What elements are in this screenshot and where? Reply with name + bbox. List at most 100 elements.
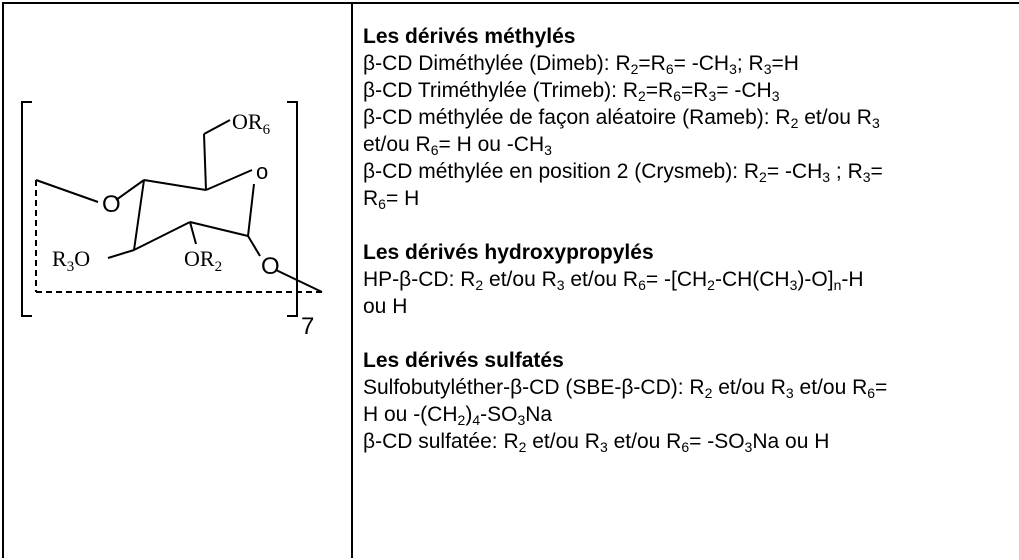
- text-segment: = -[CH: [645, 268, 708, 291]
- methylated-lines: β-CD Diméthylée (Dimeb): R2=R6= -CH3; R3…: [363, 50, 1017, 212]
- or2-label: OR2: [184, 246, 222, 275]
- derivative-line: β-CD Diméthylée (Dimeb): R2=R6= -CH3; R3…: [363, 50, 1017, 77]
- heading-hydroxypropylated: Les dérivés hydroxypropylés: [363, 241, 654, 264]
- text-segment: β-CD Diméthylée (Dimeb): R: [363, 52, 631, 75]
- text-segment: -SO: [480, 403, 518, 426]
- text-segment: et/ou R: [793, 376, 868, 399]
- subscript: 2: [759, 169, 767, 185]
- text-segment: = -CH: [766, 160, 823, 183]
- subscript: 2: [707, 277, 715, 293]
- subscript: 3: [708, 88, 717, 104]
- derivatives-list: Les dérivés méthylés β-CD Diméthylée (Di…: [363, 23, 1017, 455]
- text-segment: -CH(CH: [714, 268, 790, 291]
- bond-glycosidic: [275, 269, 323, 293]
- derivative-line: H ou -(CH2)4-SO3Na: [363, 401, 1017, 428]
- bond-c1-c2: [189, 221, 249, 237]
- heading-methylated: Les dérivés méthylés: [363, 25, 576, 48]
- text-segment: et/ou R: [712, 376, 786, 399]
- derivative-line: Sulfobutyléther-β-CD (SBE-β-CD): R2 et/o…: [363, 374, 1017, 401]
- text-segment: Na ou H: [752, 430, 830, 453]
- derivative-line: β-CD méthylée de façon aléatoire (Rameb)…: [363, 104, 1017, 131]
- bond-c2-c3: [133, 221, 191, 251]
- subscript: 2: [638, 88, 646, 104]
- subscript: n: [833, 277, 842, 293]
- text-segment: Sulfobutyléther-β-CD (SBE-β-CD): R: [363, 376, 705, 399]
- text-segment: = -CH: [673, 52, 730, 75]
- subscript: 3: [822, 169, 831, 185]
- text-segment: β-CD méthylée en position 2 (Crysmeb): R: [363, 160, 760, 183]
- subscript: 2: [704, 385, 713, 401]
- derivative-line: HP-β-CD: R2 et/ou R3 et/ou R6= -[CH2-CH(…: [363, 266, 1017, 293]
- subscript: 3: [544, 142, 552, 158]
- bond-ringo-c1: [247, 183, 255, 237]
- text-segment: β-CD Triméthylée (Trimeb): R: [363, 79, 638, 102]
- subscript: 6: [673, 88, 682, 104]
- bond-o-c4: [115, 179, 145, 201]
- bond-c3-c4: [133, 179, 145, 251]
- bond-c6-o6: [203, 119, 231, 135]
- derivative-line: β-CD méthylée en position 2 (Crysmeb): R…: [363, 158, 1017, 185]
- hydroxypropylated-lines: HP-β-CD: R2 et/ou R3 et/ou R6= -[CH2-CH(…: [363, 266, 1017, 320]
- subscript: 3: [871, 115, 880, 131]
- subscript: 3: [729, 61, 737, 77]
- bond-c3-o3: [107, 249, 135, 259]
- subscript: 6: [665, 61, 674, 77]
- heading-sulfated: Les dérivés sulfatés: [363, 349, 564, 372]
- text-segment: et/ou R: [483, 268, 557, 291]
- text-segment: R: [363, 187, 379, 210]
- subscript: 2: [457, 412, 466, 428]
- ring-oxygen-label: o: [256, 159, 268, 184]
- subscript: 2: [475, 277, 484, 293]
- subscript: 2: [790, 115, 799, 131]
- subscript: 3: [862, 169, 871, 185]
- subscript: 6: [638, 277, 646, 293]
- text-segment: ; R: [830, 160, 863, 183]
- section-sulfated: Les dérivés sulfatés Sulfobutyléther-β-C…: [363, 347, 1017, 455]
- subscript: 3: [763, 61, 772, 77]
- text-segment: β-CD sulfatée: R: [363, 430, 519, 453]
- section-methylated: Les dérivés méthylés β-CD Diméthylée (Di…: [363, 23, 1017, 212]
- text-segment: et/ou R: [526, 430, 600, 453]
- text-segment: ): [465, 403, 473, 426]
- bond-c5-c6: [203, 133, 207, 191]
- column-divider: [351, 2, 353, 558]
- subscript: 6: [867, 385, 876, 401]
- derivative-line: β-CD sulfatée: R2 et/ou R3 et/ou R6= -SO…: [363, 428, 1017, 455]
- repeat-count-label: 7: [301, 313, 314, 340]
- text-segment: -H: [841, 268, 864, 291]
- text-segment: ou H: [363, 295, 408, 318]
- text-segment: =R: [645, 79, 674, 102]
- text-segment: Na: [525, 403, 553, 426]
- subscript: 3: [785, 385, 794, 401]
- subscript: 6: [681, 439, 690, 455]
- text-segment: et/ou R: [564, 268, 639, 291]
- or6-label: OR6: [232, 109, 271, 138]
- derivative-line: ou H: [363, 293, 1017, 320]
- text-segment: β-CD méthylée de façon aléatoire (Rameb)…: [363, 106, 791, 129]
- derivative-line: et/ou R6= H ou -CH3: [363, 131, 1017, 158]
- subscript: 2: [630, 61, 639, 77]
- subscript: 6: [378, 196, 386, 212]
- text-segment: et/ou R: [798, 106, 872, 129]
- text-segment: =R: [638, 52, 666, 75]
- text-segment: = H: [385, 187, 420, 210]
- subscript: 6: [430, 142, 439, 158]
- chain-oxygen-label: O: [102, 191, 121, 218]
- subscript: 4: [472, 412, 481, 428]
- subscript: 2: [518, 439, 527, 455]
- subscript: 3: [789, 277, 798, 293]
- subscript: 3: [599, 439, 608, 455]
- section-hydroxypropylated: Les dérivés hydroxypropylés HP-β-CD: R2 …: [363, 239, 1017, 320]
- bond-c5-ringo: [205, 169, 253, 191]
- text-segment: HP-β-CD: R: [363, 268, 476, 291]
- derivative-line: β-CD Triméthylée (Trimeb): R2=R6=R3= -CH…: [363, 77, 1017, 104]
- text-segment: =: [875, 376, 888, 399]
- text-segment: =R: [681, 79, 709, 102]
- text-segment: = -CH: [716, 79, 772, 102]
- derivative-line: R6= H: [363, 185, 1017, 212]
- text-segment: )-O]: [797, 268, 834, 291]
- bond-c2-o2: [189, 221, 197, 245]
- text-segment: =: [870, 160, 883, 183]
- text-segment: = H ou -CH: [438, 133, 545, 156]
- subscript: 3: [771, 88, 780, 104]
